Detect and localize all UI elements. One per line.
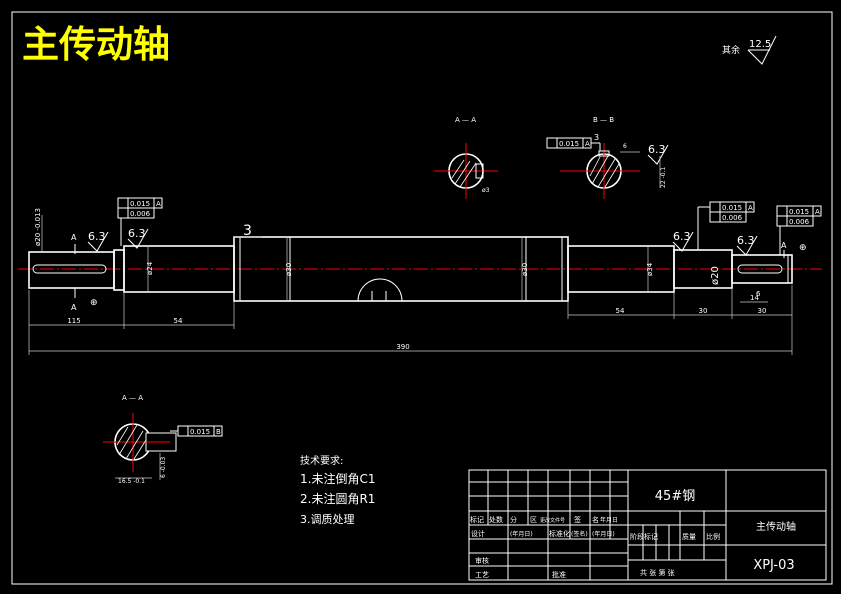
gdt-aa-bottom-datum: B	[216, 428, 221, 436]
svg-text:16.5 -0.1: 16.5 -0.1	[118, 478, 145, 485]
roughness-5: 6.3	[648, 143, 666, 156]
tb-date-2: (年月日)	[592, 530, 615, 538]
roughness-3: 6.3	[673, 230, 691, 243]
roughness-2: 6.3	[128, 227, 146, 240]
roughness-1: 6.3	[88, 230, 106, 243]
tech-heading: 技术要求:	[300, 454, 343, 467]
gdt-left-runout: 0.015	[130, 200, 150, 208]
section-aa-top-label: A — A	[455, 116, 476, 124]
dim-30-b: 30	[758, 307, 767, 315]
tb-h-4: 更改文件号	[540, 517, 565, 524]
svg-text:6 -0.03: 6 -0.03	[160, 457, 167, 478]
dim-key-6: 6	[756, 290, 761, 298]
gdt-right-cyl: 0.006	[722, 214, 743, 222]
shaft-main-view	[18, 236, 822, 302]
gdt-left: 0.015 A 0.006	[117, 197, 163, 246]
section-markers: A A ⊕ A ⊕	[71, 233, 807, 312]
tech-item-2: 2.未注圆角R1	[300, 491, 375, 506]
tb-sign: (签名)	[571, 530, 588, 538]
svg-text:22 -0.1: 22 -0.1	[660, 167, 667, 188]
tb-sheets: 共 张 第 张	[640, 568, 675, 577]
section-bb-label: B — B	[593, 116, 614, 124]
gdt-right-datum: A	[748, 204, 753, 212]
bb-dim-3: 3	[594, 133, 599, 142]
dim-dia-30-b: ø30	[521, 263, 529, 276]
tb-stage: 阶段标记	[630, 532, 658, 541]
left-vertical-dim: ø20 -0.013	[34, 208, 43, 252]
tb-design: 设计	[471, 529, 485, 538]
tb-part-name: 主传动轴	[756, 520, 796, 533]
surface-finish-note: 其余 12.5	[722, 35, 777, 65]
gdt-far-right-runout: 0.015	[789, 208, 809, 216]
shaft-right-end	[731, 254, 793, 284]
gdt-aa-bottom-sym: 0.015	[190, 428, 210, 436]
svg-text:ø20: ø20	[710, 266, 721, 285]
svg-text:A: A	[71, 303, 77, 312]
tb-weight: 质量	[682, 532, 696, 541]
dim-step-3: 3	[243, 223, 252, 239]
dim-dia-30-a: ø30	[285, 263, 293, 276]
gdt-bb-datum: A	[585, 140, 590, 148]
tb-date-1: (年月日)	[510, 530, 533, 538]
svg-text:⊕: ⊕	[799, 243, 807, 253]
gdt-far-right: 0.015 A 0.006	[776, 205, 822, 255]
tb-review: 审核	[475, 556, 489, 565]
left-keyway	[32, 264, 107, 274]
surface-finish-value: 12.5	[749, 39, 771, 50]
tb-h-5: 签	[574, 515, 581, 524]
svg-text:A: A	[781, 241, 787, 250]
svg-text:⊕: ⊕	[90, 298, 98, 308]
gdt-far-right-datum: A	[815, 208, 820, 216]
tb-h-7: 年月日	[600, 516, 618, 524]
svg-text:ø3: ø3	[482, 187, 490, 194]
section-aa-top: A — A ø3	[434, 116, 498, 199]
title-block: 45#钢 主传动轴 XPJ-03 标记 处数 分 区 更改文件号 签 名 年月日…	[468, 469, 827, 581]
dim-54-left: 54	[174, 317, 183, 325]
surface-finish-prefix: 其余	[722, 44, 740, 56]
tech-item-1: 1.未注倒角C1	[300, 471, 375, 486]
drawing-title: 主传动轴	[22, 23, 170, 66]
gdt-left-cyl: 0.006	[130, 210, 151, 218]
dim-left-seg: 115	[67, 317, 80, 325]
tb-h-6: 名	[592, 515, 599, 524]
gdt-right-runout: 0.015	[722, 204, 742, 212]
gdt-right: 0.015 A 0.006	[697, 201, 755, 250]
roughness-marks: 6.3 6.3 6.3 6.3 6.3	[87, 143, 758, 256]
sheet-border	[11, 11, 833, 585]
roughness-symbol	[747, 35, 777, 65]
tech-item-3: 3.调质处理	[300, 513, 355, 526]
tb-scale: 比例	[706, 532, 720, 541]
svg-text:A: A	[71, 233, 77, 242]
tb-h-1: 处数	[489, 515, 503, 524]
right-keyway	[737, 264, 783, 274]
section-bb: B — B 3 6 0.015 A 22 -0.1	[546, 116, 667, 199]
tech-requirements: 技术要求: 1.未注倒角C1 2.未注圆角R1 3.调质处理	[300, 454, 375, 526]
dim-total-length: 390	[396, 343, 409, 351]
roughness-4: 6.3	[737, 234, 755, 247]
svg-text:ø20 -0.013: ø20 -0.013	[34, 208, 42, 246]
gdt-far-right-cyl: 0.006	[789, 218, 810, 226]
middle-keyway-section	[357, 278, 403, 302]
gdt-left-datum: A	[156, 200, 161, 208]
tb-process: 工艺	[475, 571, 489, 579]
dim-dia-24: ø24	[146, 261, 154, 275]
bb-dim-6: 6	[623, 143, 627, 150]
tb-approve: 批准	[552, 570, 566, 579]
tb-h-3: 区	[530, 516, 537, 524]
tb-material: 45#钢	[655, 489, 695, 504]
tb-h-0: 标记	[470, 515, 484, 524]
dim-key-14: 14	[750, 294, 759, 302]
section-aa-bottom-label: A — A	[122, 394, 143, 402]
gdt-bb-sym: 0.015	[559, 140, 579, 148]
tb-drawing-no: XPJ-03	[753, 558, 794, 573]
dim-30-a: 30	[699, 307, 708, 315]
dim-54-right: 54	[616, 307, 625, 315]
dimensions: 390 115 54 54 30 30 14 6 3 ø24 ø30 ø30 ø…	[28, 223, 793, 355]
tb-h-2: 分	[510, 515, 517, 524]
section-aa-bottom: A — A 0.015 B 16.5 -0.1 6 -0.03	[103, 394, 223, 485]
tb-std: 标准化	[549, 529, 570, 538]
dim-dia-34: ø34	[646, 262, 654, 276]
